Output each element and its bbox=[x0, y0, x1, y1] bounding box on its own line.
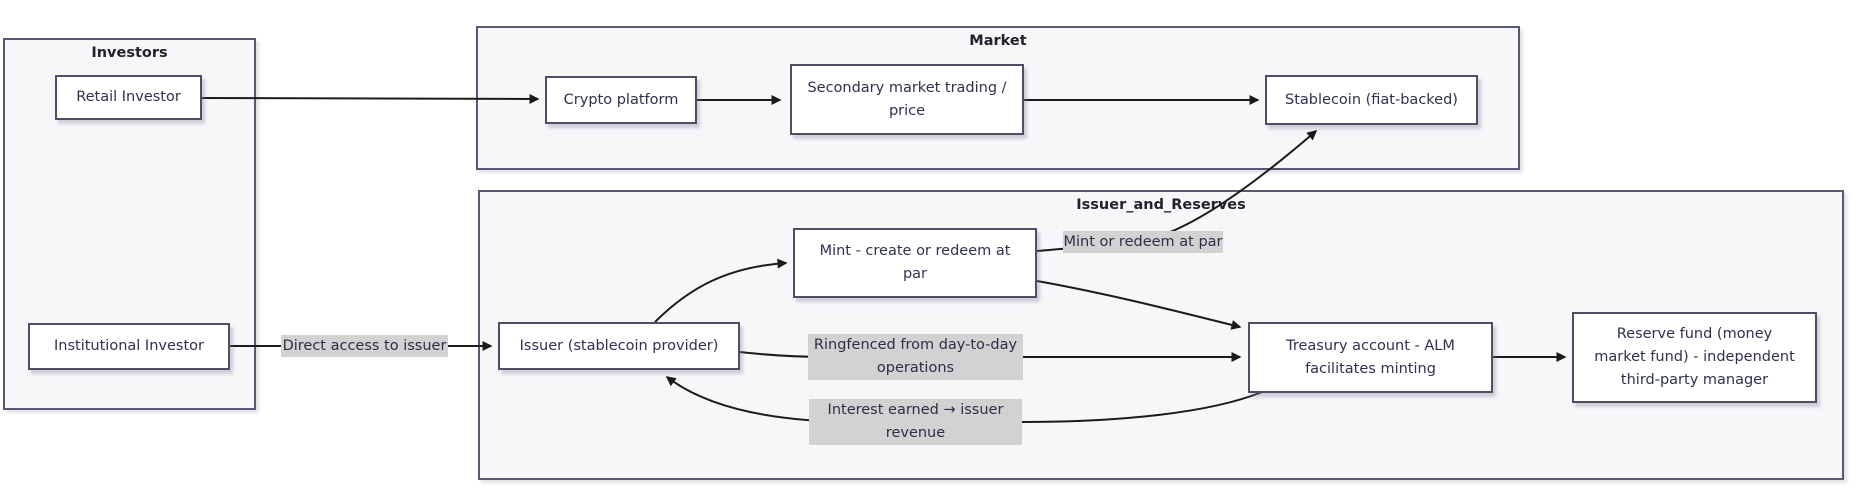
edge-retail-to-crypto bbox=[201, 93, 540, 104]
node-issuer: Issuer (stablecoin provider) bbox=[498, 322, 740, 370]
node-mint: Mint - create or redeem at par bbox=[793, 228, 1037, 298]
node-institutional-investor: Institutional Investor bbox=[28, 323, 230, 370]
node-stablecoin: Stablecoin (fiat-backed) bbox=[1265, 75, 1478, 125]
node-crypto-platform: Crypto platform bbox=[545, 76, 697, 124]
edge-label-interest-earned: Interest earned → issuer revenue bbox=[809, 399, 1022, 445]
node-treasury: Treasury account - ALM facilitates minti… bbox=[1248, 322, 1493, 393]
node-retail-investor: Retail Investor bbox=[55, 75, 202, 120]
cluster-investors-title: Investors bbox=[91, 45, 168, 61]
cluster-market-title: Market bbox=[969, 33, 1027, 49]
cluster-issuer-and-reserves-title: Issuer_and_Reserves bbox=[1076, 197, 1246, 213]
edge-label-mint-or-redeem: Mint or redeem at par bbox=[1063, 231, 1223, 253]
edge-label-direct-access: Direct access to issuer bbox=[281, 335, 448, 357]
node-reserve-fund: Reserve fund (money market fund) - indep… bbox=[1572, 312, 1817, 403]
edge-treasury-to-issuer bbox=[665, 376, 1263, 423]
edge-mint-to-treasury bbox=[1036, 280, 1242, 330]
node-secondary-market: Secondary market trading / price bbox=[790, 64, 1024, 135]
edge-label-ringfenced: Ringfenced from day-to-day operations bbox=[808, 334, 1023, 380]
edge-issuer-to-mint bbox=[654, 258, 788, 323]
